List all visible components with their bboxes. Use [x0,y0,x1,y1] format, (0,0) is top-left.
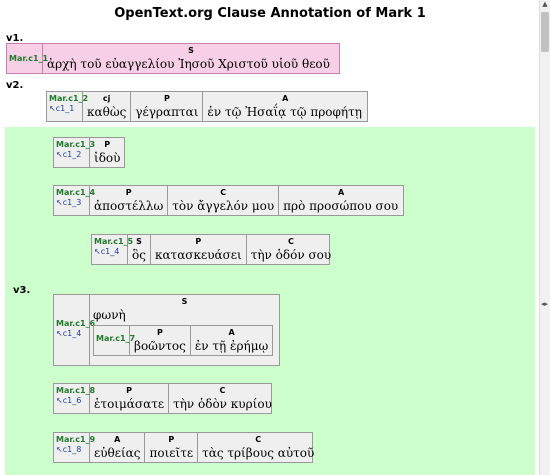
clause-id-label: Mar.c1_4 [56,188,96,197]
clause-id-label: Mar.c1_7 [96,334,136,343]
role-label: P [104,140,111,149]
role-label: A [337,188,345,197]
constituent-cell: P ποιεῖτε [145,433,199,462]
role-label: P [195,237,202,246]
greek-text: πρὸ προσώπου σου [283,199,399,213]
constituent-cell: C τὴν ὁδόν σου [247,235,335,264]
clause-id: Mar.c1_4 ↖c1_3 [54,186,96,215]
parent-clause-link[interactable]: ↖c1_3 [56,198,82,207]
clause-id-label: Mar.c1_5 [94,237,134,246]
greek-text: ἀρχὴ τοῦ εὐαγγελίου Ἰησοῦ Χριστοῦ υἱοῦ θ… [47,57,330,71]
role-label: C [255,435,262,444]
scroll-position-marker-icon: ◂▸ [541,300,549,308]
role-label: cj [102,94,111,103]
constituent-cell: S φωνὴ Mar.c1_7 P βοῶντος A ἐν τῇ ἐρήμῳ [90,295,279,365]
clause-id: Mar.c1_5 ↖c1_4 [92,235,134,264]
greek-text: ἐν τῷ Ἠσαΐᾳ τῷ προφήτῃ [207,105,362,119]
constituent-cell: P γέγραπται [131,92,204,121]
parent-clause-link[interactable]: ↖c1_1 [49,104,75,113]
constituent-cell: P κατασκευάσει [151,235,247,264]
role-label: S [136,237,142,246]
constituent-cell: C τὰς τρίβους αὐτοῦ [198,433,318,462]
role-label: C [220,188,227,197]
greek-text: τὴν ὁδόν σου [250,248,332,262]
verse-label-3: v3. [13,285,31,296]
constituent-cell: A ἐν τῇ ἐρήμῳ [191,326,272,355]
constituent-cell: S ὃς [128,235,151,264]
verse-label-2: v2. [6,80,24,91]
constituent-cell: P ἑτοιμάσατε [90,384,170,413]
constituent-cell: C τὸν ἄγγελόν μου [168,186,280,215]
greek-text: ἰδοὺ [94,151,121,165]
constituent-cell: A εὐθείας [90,433,146,462]
role-label: A [114,435,121,444]
clause-id: Mar.c1_1 [7,44,48,73]
role-label: P [126,386,132,395]
clause-id: Mar.c1_8 ↖c1_6 [54,384,96,413]
constituent-cell: P βοῶντος [130,326,191,355]
clause-c1-8[interactable]: Mar.c1_8 ↖c1_6 P ἑτοιμάσατε C τὴν ὁδὸν κ… [53,383,272,414]
greek-text: φωνὴ [93,308,126,322]
scrollbar-thumb[interactable] [541,12,549,52]
clause-id-label: Mar.c1_9 [56,435,96,444]
clause-id-label: Mar.c1_2 [49,94,89,103]
greek-text: ὃς [132,248,146,262]
greek-text: ἐν τῇ ἐρήμῳ [194,339,269,353]
role-label: P [125,188,132,197]
parent-clause-link[interactable]: ↖c1_8 [56,445,82,454]
role-label: P [168,435,175,444]
scroll-up-arrow-icon[interactable]: ▲ [542,0,548,8]
role-label: A [228,328,235,337]
clause-id: Mar.c1_9 ↖c1_8 [54,433,96,462]
clause-c1-3[interactable]: Mar.c1_3 ↖c1_2 P ἰδοὺ [53,137,125,168]
greek-text: ἀποστέλλω [94,199,164,213]
clause-c1-6[interactable]: Mar.c1_6 ↖c1_4 S φωνὴ Mar.c1_7 P βοῶντος… [53,294,280,366]
role-label: C [288,237,294,246]
clause-id: Mar.c1_7 [94,326,136,355]
constituent-cell: C τὴν ὁδὸν κυρίου [169,384,276,413]
clause-id-label: Mar.c1_8 [56,386,96,395]
role-label: P [156,328,163,337]
parent-clause-link[interactable]: ↖c1_2 [56,150,82,159]
clause-id: Mar.c1_2 ↖c1_1 [47,92,89,121]
clause-id: Mar.c1_3 ↖c1_2 [54,138,96,167]
page-title: OpenText.org Clause Annotation of Mark 1 [114,6,426,21]
verse-label-1: v1. [6,33,24,44]
greek-text: ἑτοιμάσατε [94,397,165,411]
constituent-cell: P ἰδοὺ [90,138,124,167]
greek-text: τὸν ἄγγελόν μου [172,199,275,213]
clause-id-label: Mar.c1_3 [56,140,96,149]
clause-c1-9[interactable]: Mar.c1_9 ↖c1_8 A εὐθείας P ποιεῖτε C τὰς… [53,432,314,463]
greek-text: γέγραπται [135,105,199,119]
role-label: P [163,94,170,103]
greek-text: τὴν ὁδὸν κυρίου [173,397,272,411]
greek-text: βοῶντος [134,339,186,353]
greek-text: κατασκευάσει [154,248,242,262]
clause-c1-4[interactable]: Mar.c1_4 ↖c1_3 P ἀποστέλλω C τὸν ἄγγελόν… [53,185,404,216]
role-label: A [282,94,289,103]
greek-text: καθὼς [87,105,127,119]
role-label: C [219,386,226,395]
clause-c1-7[interactable]: Mar.c1_7 P βοῶντος A ἐν τῇ ἐρήμῳ [93,325,273,356]
clause-id: Mar.c1_6 ↖c1_4 [54,295,96,365]
role-label: S [188,46,194,55]
role-label: S [181,297,188,306]
constituent-cell: cj καθὼς [83,92,132,121]
clause-id-label: Mar.c1_1 [9,54,49,63]
greek-text: εὐθείας [94,446,141,460]
clause-id-label: Mar.c1_6 [56,319,96,328]
greek-text: τὰς τρίβους αὐτοῦ [202,446,315,460]
constituent-cell: A πρὸ προσώπου σου [279,186,403,215]
vertical-scrollbar[interactable]: ▲ ◂▸ [539,0,550,475]
parent-clause-link[interactable]: ↖c1_4 [56,329,82,338]
clause-c1-2[interactable]: Mar.c1_2 ↖c1_1 cj καθὼς P γέγραπται A ἐν… [46,91,368,122]
clause-c1-5[interactable]: Mar.c1_5 ↖c1_4 S ὃς P κατασκευάσει C τὴν… [91,234,331,265]
constituent-cell: A ἐν τῷ Ἠσαΐᾳ τῷ προφήτῃ [203,92,367,121]
parent-clause-link[interactable]: ↖c1_4 [94,247,120,256]
clause-c1-1[interactable]: Mar.c1_1 S ἀρχὴ τοῦ εὐαγγελίου Ἰησοῦ Χρι… [6,43,340,74]
constituent-cell: S ἀρχὴ τοῦ εὐαγγελίου Ἰησοῦ Χριστοῦ υἱοῦ… [43,44,339,73]
greek-text: ποιεῖτε [149,446,194,460]
constituent-cell: P ἀποστέλλω [90,186,169,215]
parent-clause-link[interactable]: ↖c1_6 [56,396,82,405]
